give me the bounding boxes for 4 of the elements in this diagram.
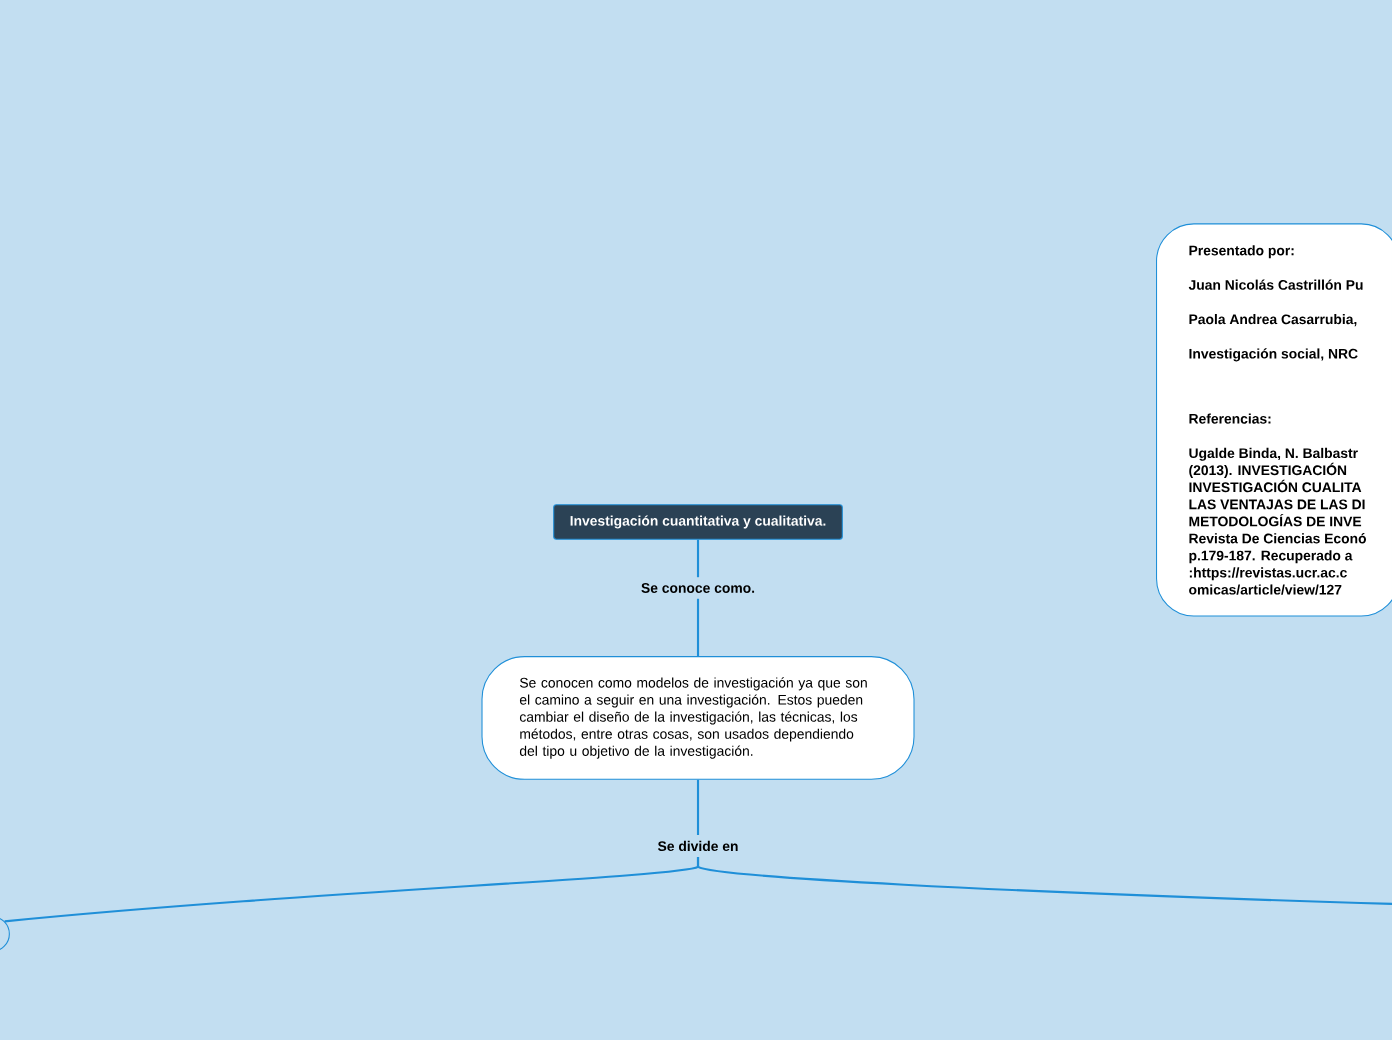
connector-line [696, 856, 1392, 906]
connector-line [696, 779, 700, 836]
connector-line [696, 598, 700, 657]
connector-line [696, 539, 700, 578]
